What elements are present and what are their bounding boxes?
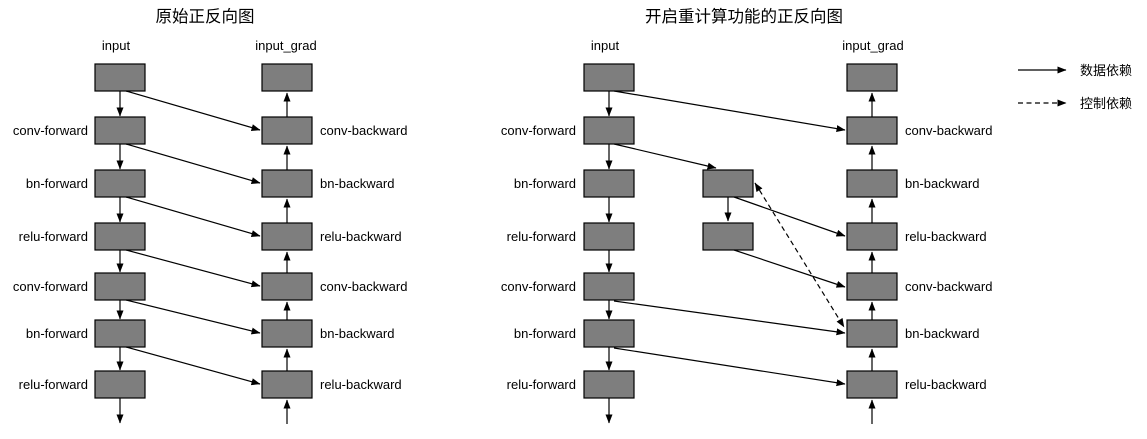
- left-forward-label-5: relu-forward: [19, 377, 88, 392]
- arrow-right-input-to-conv-backward: [613, 90, 846, 133]
- node-left-bn-forward-1: [94, 169, 146, 198]
- node-right-conv-backward-1: [846, 116, 898, 145]
- node-left-conv-backward-2: [261, 272, 313, 301]
- arrow-right-conv-forward-to-bn-recompute: [613, 143, 717, 170]
- node-right-conv-backward-2: [846, 272, 898, 301]
- arrow-left-cross-1: [125, 143, 261, 184]
- right-backward-label-5: relu-backward: [905, 377, 987, 392]
- node-right-relu-forward-recompute: [702, 222, 754, 251]
- left-backward-label-5: relu-backward: [320, 377, 402, 392]
- node-right-bn-forward-recompute: [702, 169, 754, 198]
- right-forward-label-1: bn-forward: [514, 176, 576, 191]
- node-left-relu-backward-2: [261, 370, 313, 399]
- right-forward-label-2: relu-forward: [507, 229, 576, 244]
- right-forward-label-5: relu-forward: [507, 377, 576, 392]
- legend: 数据依赖 控制依赖: [1018, 63, 1132, 111]
- left-forward-label-2: relu-forward: [19, 229, 88, 244]
- control-dependency-arrow: [754, 182, 845, 328]
- node-left-relu-forward-2: [94, 370, 146, 399]
- node-left-bn-backward-2: [261, 319, 313, 348]
- node-right-bn-backward-1: [846, 169, 898, 198]
- left-diagram: 原始正反向图 input input_grad conv-forward bn-…: [13, 7, 407, 424]
- right-backward-label-2: relu-backward: [905, 229, 987, 244]
- left-forward-label-3: conv-forward: [13, 279, 88, 294]
- arrow-left-cross-3: [125, 249, 261, 288]
- arrow-right-bn-forward2-to-relu-backward2: [613, 347, 846, 387]
- node-left-conv-backward-1: [261, 116, 313, 145]
- node-right-relu-forward-1: [583, 222, 635, 251]
- node-right-bn-forward-1: [583, 169, 635, 198]
- left-forward-label-4: bn-forward: [26, 326, 88, 341]
- node-left-bn-backward-1: [261, 169, 313, 198]
- node-right-conv-forward-2: [583, 272, 635, 301]
- left-forward-label-1: bn-forward: [26, 176, 88, 191]
- arrow-left-cross-4: [125, 299, 261, 335]
- right-backward-label-1: bn-backward: [905, 176, 979, 191]
- node-left-relu-backward-1: [261, 222, 313, 251]
- arrow-left-cross-5: [125, 346, 261, 386]
- node-right-relu-backward-1: [846, 222, 898, 251]
- left-backward-label-0: conv-backward: [320, 123, 407, 138]
- right-forward-label-4: bn-forward: [514, 326, 576, 341]
- right-forward-label-3: conv-forward: [501, 279, 576, 294]
- arrow-left-cross-0: [125, 90, 261, 131]
- node-left-input: [94, 63, 146, 92]
- node-right-bn-forward-2: [583, 319, 635, 348]
- node-left-conv-forward-1: [94, 116, 146, 145]
- node-left-relu-forward-1: [94, 222, 146, 251]
- right-forward-column-header: input: [591, 38, 620, 53]
- arrow-right-relu-recompute-to-conv-backward: [733, 249, 846, 288]
- arrow-right-conv-forward2-to-bn-backward2: [613, 300, 846, 336]
- left-forward-column-header: input: [102, 38, 131, 53]
- node-left-input-grad: [261, 63, 313, 92]
- node-right-conv-forward-1: [583, 116, 635, 145]
- right-diagram-title: 开启重计算功能的正反向图: [645, 7, 843, 26]
- left-diagram-title: 原始正反向图: [156, 7, 255, 26]
- node-left-conv-forward-2: [94, 272, 146, 301]
- node-left-bn-forward-2: [94, 319, 146, 348]
- left-backward-label-1: bn-backward: [320, 176, 394, 191]
- right-backward-label-3: conv-backward: [905, 279, 992, 294]
- left-backward-label-2: relu-backward: [320, 229, 402, 244]
- right-diagram: 开启重计算功能的正反向图 input input_grad conv-forwa…: [501, 7, 992, 424]
- node-right-relu-backward-2: [846, 370, 898, 399]
- node-right-input: [583, 63, 635, 92]
- right-backward-label-0: conv-backward: [905, 123, 992, 138]
- legend-control-dependency-label: 控制依赖: [1080, 96, 1132, 111]
- node-right-relu-forward-2: [583, 370, 635, 399]
- left-forward-label-0: conv-forward: [13, 123, 88, 138]
- right-forward-label-0: conv-forward: [501, 123, 576, 138]
- right-backward-label-4: bn-backward: [905, 326, 979, 341]
- arrow-left-cross-2: [125, 196, 261, 237]
- node-right-input-grad: [846, 63, 898, 92]
- left-backward-column-header: input_grad: [255, 38, 316, 53]
- legend-data-dependency-label: 数据依赖: [1080, 63, 1132, 78]
- left-backward-label-4: bn-backward: [320, 326, 394, 341]
- left-backward-label-3: conv-backward: [320, 279, 407, 294]
- node-right-bn-backward-2: [846, 319, 898, 348]
- right-backward-column-header: input_grad: [842, 38, 903, 53]
